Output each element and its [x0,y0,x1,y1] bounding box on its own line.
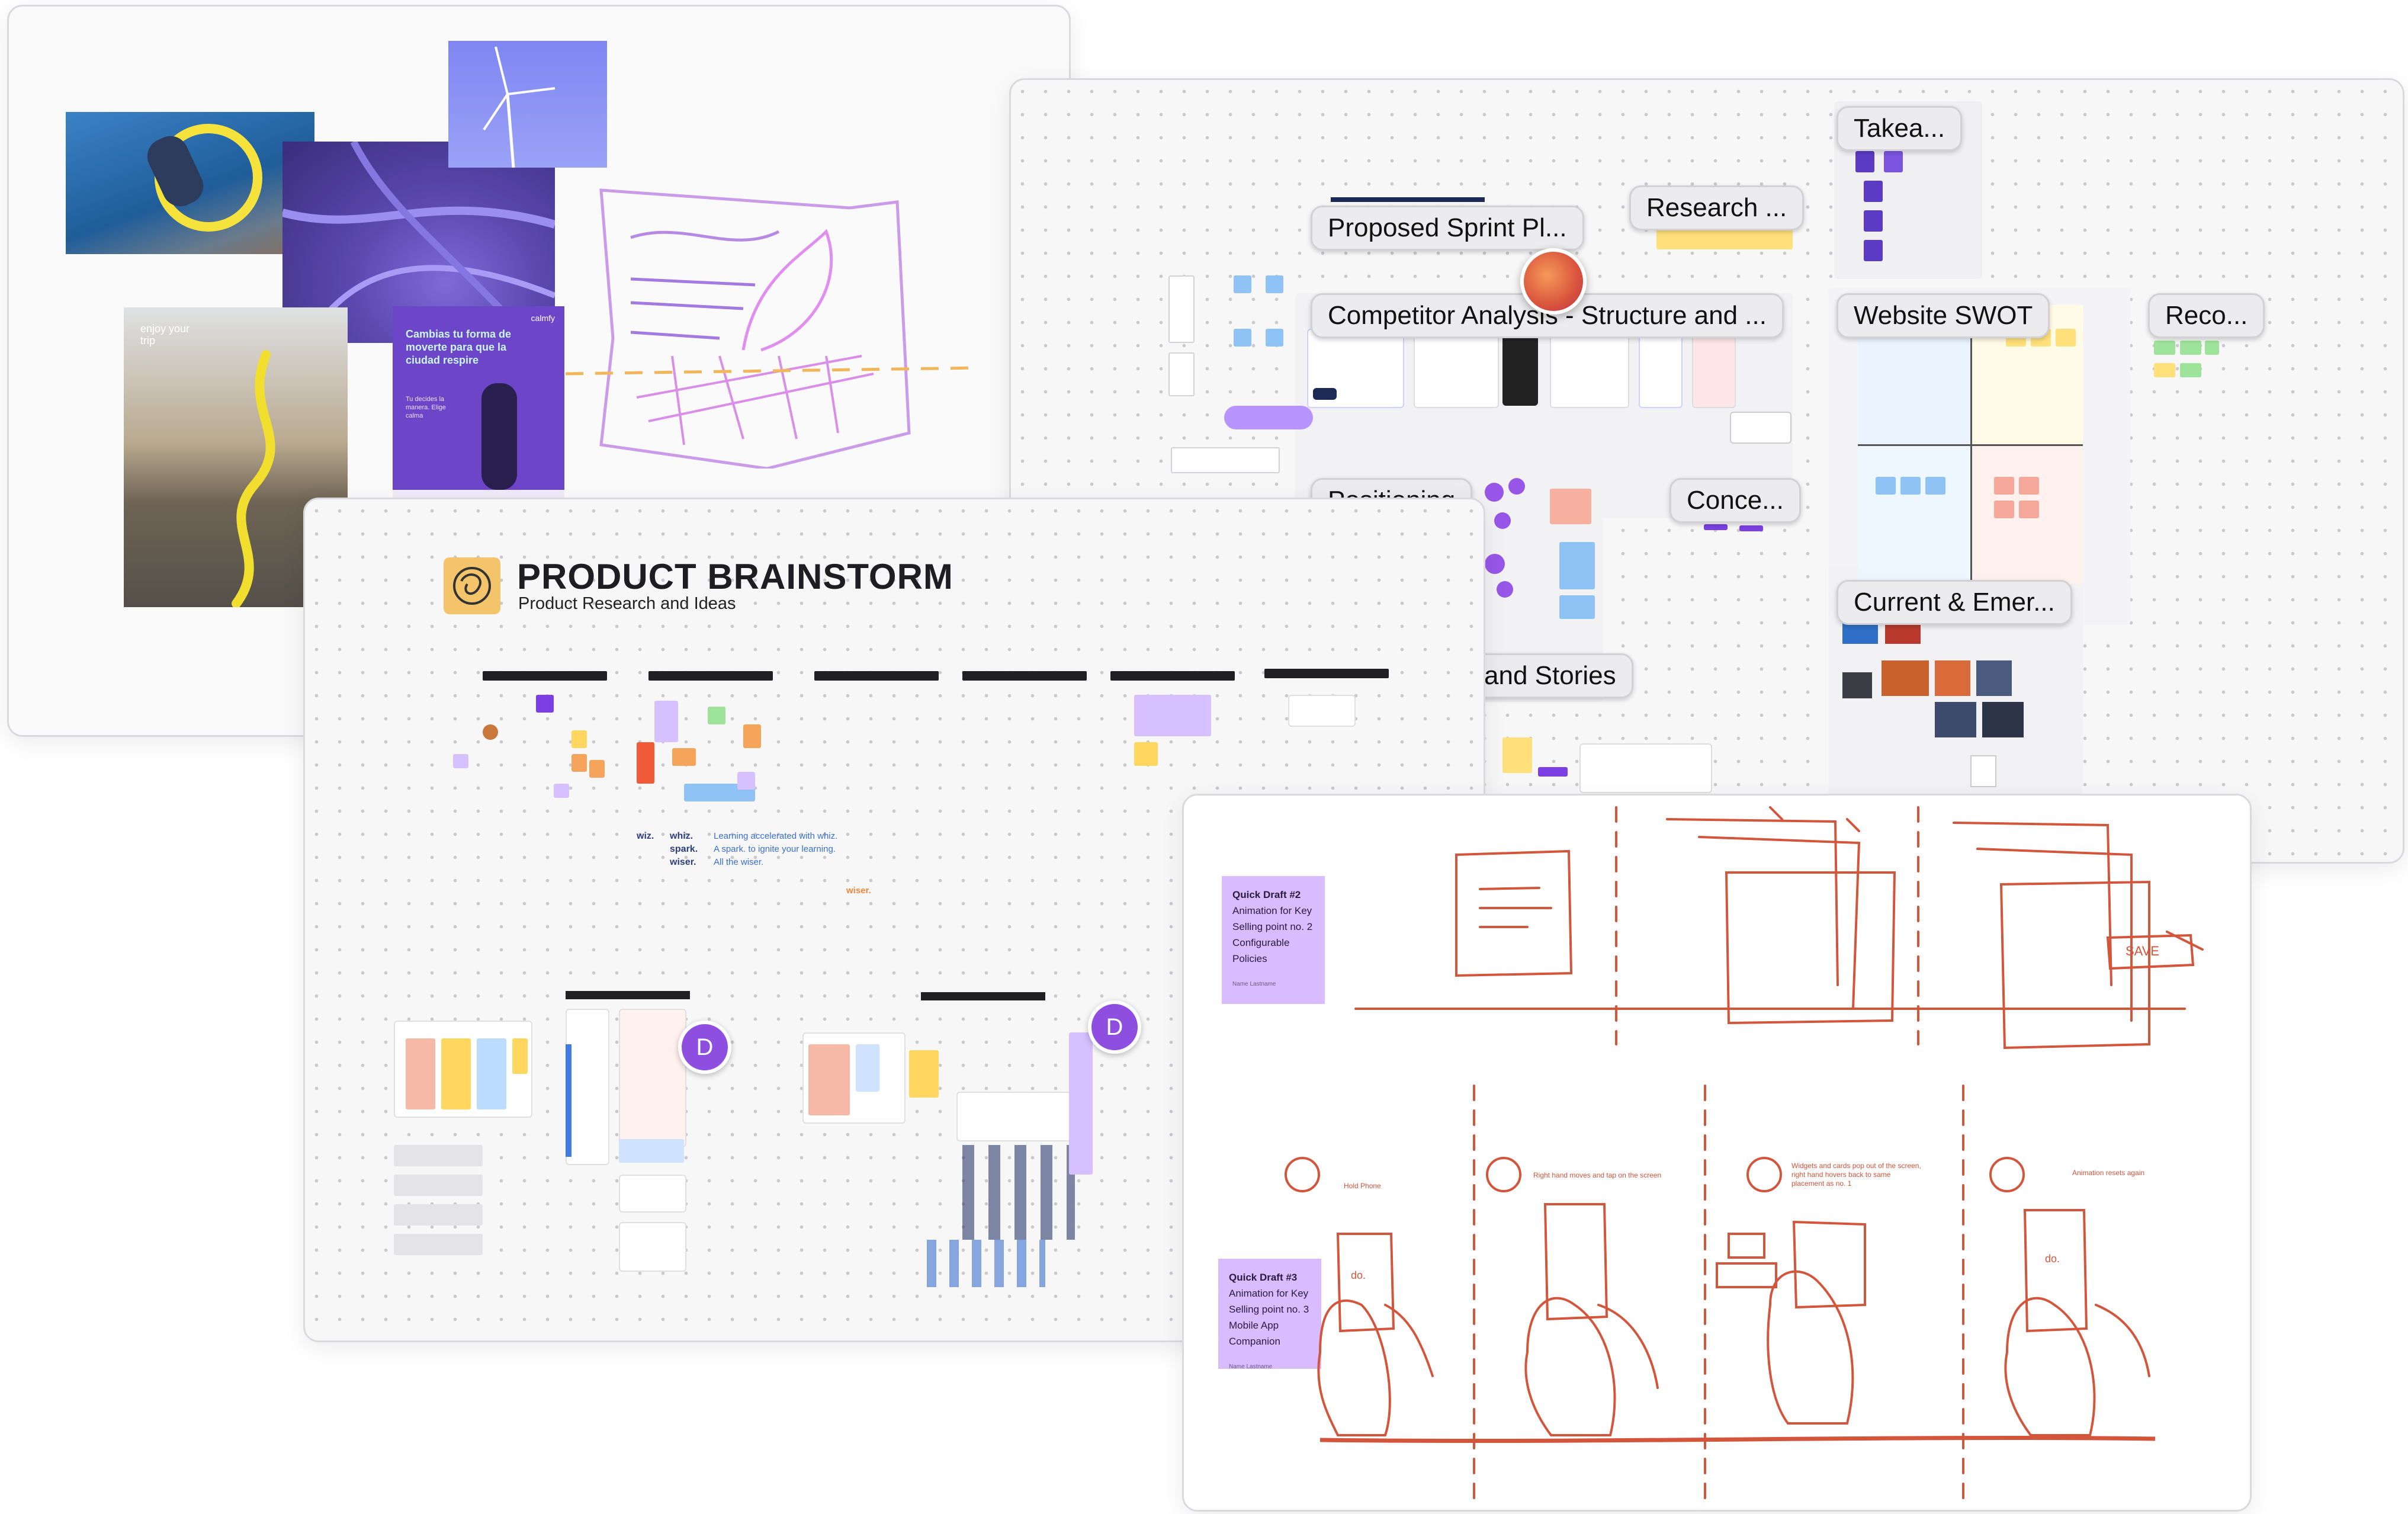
wordmark-spark: spark. [670,844,698,854]
doodle-sketch [566,188,981,469]
storyboard-sketch [1285,806,2204,1502]
wind-turbine-photo [448,41,607,168]
poster-subtext: Tu decides la manera. Elige calma [406,396,446,419]
brainstorm-logo-icon [444,557,500,614]
tagline-2: A spark. to ignite your learning. [714,844,836,854]
research-board[interactable]: Takea... Research ... Proposed Sprint Pl… [1009,78,2404,864]
page-title: PRODUCT BRAINSTORM [517,557,953,596]
step-2-note: Right hand moves and tap on the screen [1533,1171,1662,1179]
draft-2-title: Quick Draft #2 [1232,889,1301,900]
frame-label-current-emer[interactable]: Current & Emer... [1836,580,2072,625]
swot-chart [1858,305,2083,583]
frame-label-proposed-sprint[interactable]: Proposed Sprint Pl... [1311,206,1584,251]
calmfy-poster: calmfy Cambias tu forma de moverte para … [393,306,564,511]
skater-caption: enjoy your trip [140,323,190,347]
frame-label-competitor[interactable]: Competitor Analysis - Structure and ... [1311,293,1784,338]
quick-draft-3-card[interactable]: Quick Draft #3 Animation for Key Selling… [1218,1259,1321,1370]
storyboard-board[interactable]: Quick Draft #2 Animation for Key Selling… [1182,794,2252,1512]
draft-3-title: Quick Draft #3 [1229,1272,1298,1283]
frame-label-research[interactable]: Research ... [1629,185,1805,230]
poster-brand: calmfy [531,313,555,323]
phone-label: do. [1351,1269,1366,1281]
wordmark-wiz: wiz. [637,831,654,841]
tagline-3: All the wiser. [714,857,764,867]
collaborator-cursor-avatar [1520,248,1587,315]
save-sketch-label: SAVE [2126,944,2160,958]
step-4-note: Animation resets again [2072,1169,2145,1177]
step-3-note: Widgets and cards pop out of the screen,… [1791,1162,1921,1188]
frame-label-takeaways[interactable]: Takea... [1836,106,1963,151]
draft-2-body: Animation for Key Selling point no. 2 Co… [1232,905,1313,964]
wordmark-wiser: wiser. [670,857,696,867]
wordmark-whiz: whiz. [670,831,693,841]
swing-photo [66,112,314,254]
page-subtitle: Product Research and Ideas [518,594,736,613]
draft-3-author: Name Lastname [1229,1364,1273,1370]
tagline-1: Learning accelerated with whiz. [714,831,838,841]
quick-draft-2-card[interactable]: Quick Draft #2 Animation for Key Selling… [1222,876,1325,1004]
draft-3-body: Animation for Key Selling point no. 3 Mo… [1229,1288,1309,1347]
phone-label-4: do. [2045,1253,2060,1265]
poster-headline: Cambias tu forma de moverte para que la … [406,328,512,366]
step-1-note: Hold Phone [1344,1182,1381,1190]
collaborator-avatar-2[interactable]: D [1088,1000,1141,1054]
collaborator-avatar-1[interactable]: D [678,1021,731,1074]
wordmark-wiser-extra: wiser. [846,886,871,896]
draft-2-author: Name Lastname [1232,981,1276,987]
frame-label-reco[interactable]: Reco... [2148,293,2265,338]
frame-label-conce[interactable]: Conce... [1669,478,1801,523]
frame-label-and-stories[interactable]: and Stories [1467,653,1633,698]
frame-label-website-swot[interactable]: Website SWOT [1836,293,2050,338]
